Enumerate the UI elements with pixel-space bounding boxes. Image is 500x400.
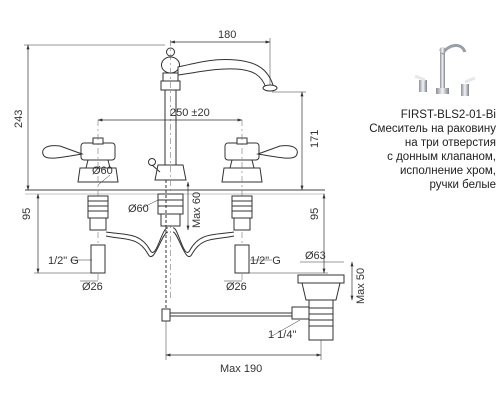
chrome-faucet-set-icon — [414, 44, 476, 96]
description-line: ручки белые — [429, 179, 496, 191]
product-code: FIRST-BLS2-01-Bi — [400, 109, 496, 121]
dim-handle-spacing: 250 ±20 — [170, 107, 210, 119]
dim-hose-right: Ø26 — [226, 281, 247, 293]
right-valve-body — [231, 195, 253, 274]
dim-spout-reach: 180 — [218, 29, 236, 41]
dim-drain-height: Max 50 — [355, 268, 367, 304]
dim-drain-thread: 1 1/4" — [268, 329, 296, 341]
description-line: с донным клапаном, — [387, 151, 496, 163]
description-line: на три отверстия — [404, 137, 496, 149]
dim-total-height: 243 — [13, 110, 25, 128]
connection-hoses — [105, 227, 235, 257]
product-description: FIRST-BLS2-01-Bi Смеситель на раковину н… — [336, 108, 496, 192]
right-handle — [221, 137, 298, 183]
description-line: Смеситель на раковину — [369, 123, 496, 135]
dim-below-left: 95 — [21, 208, 33, 220]
dim-thread-right: 1/2" G — [250, 255, 281, 267]
dim-rod-length: Max 190 — [220, 363, 262, 375]
dim-below-right: 95 — [309, 208, 321, 220]
drain-valve — [161, 180, 345, 341]
dim-base-center: Ø60 — [128, 203, 149, 215]
dim-thread-left: 1/2" G — [48, 255, 79, 267]
dim-base-left: Ø60 — [92, 165, 113, 177]
dim-spout-height: 171 — [309, 130, 321, 148]
left-valve-body — [87, 195, 109, 274]
dim-hose-left: Ø26 — [82, 281, 103, 293]
description-line: исполнение хром, — [399, 165, 496, 177]
dim-drain-top: Ø63 — [305, 250, 326, 262]
center-spout-body — [157, 193, 184, 227]
dim-max-deck: Max 60 — [191, 192, 203, 228]
